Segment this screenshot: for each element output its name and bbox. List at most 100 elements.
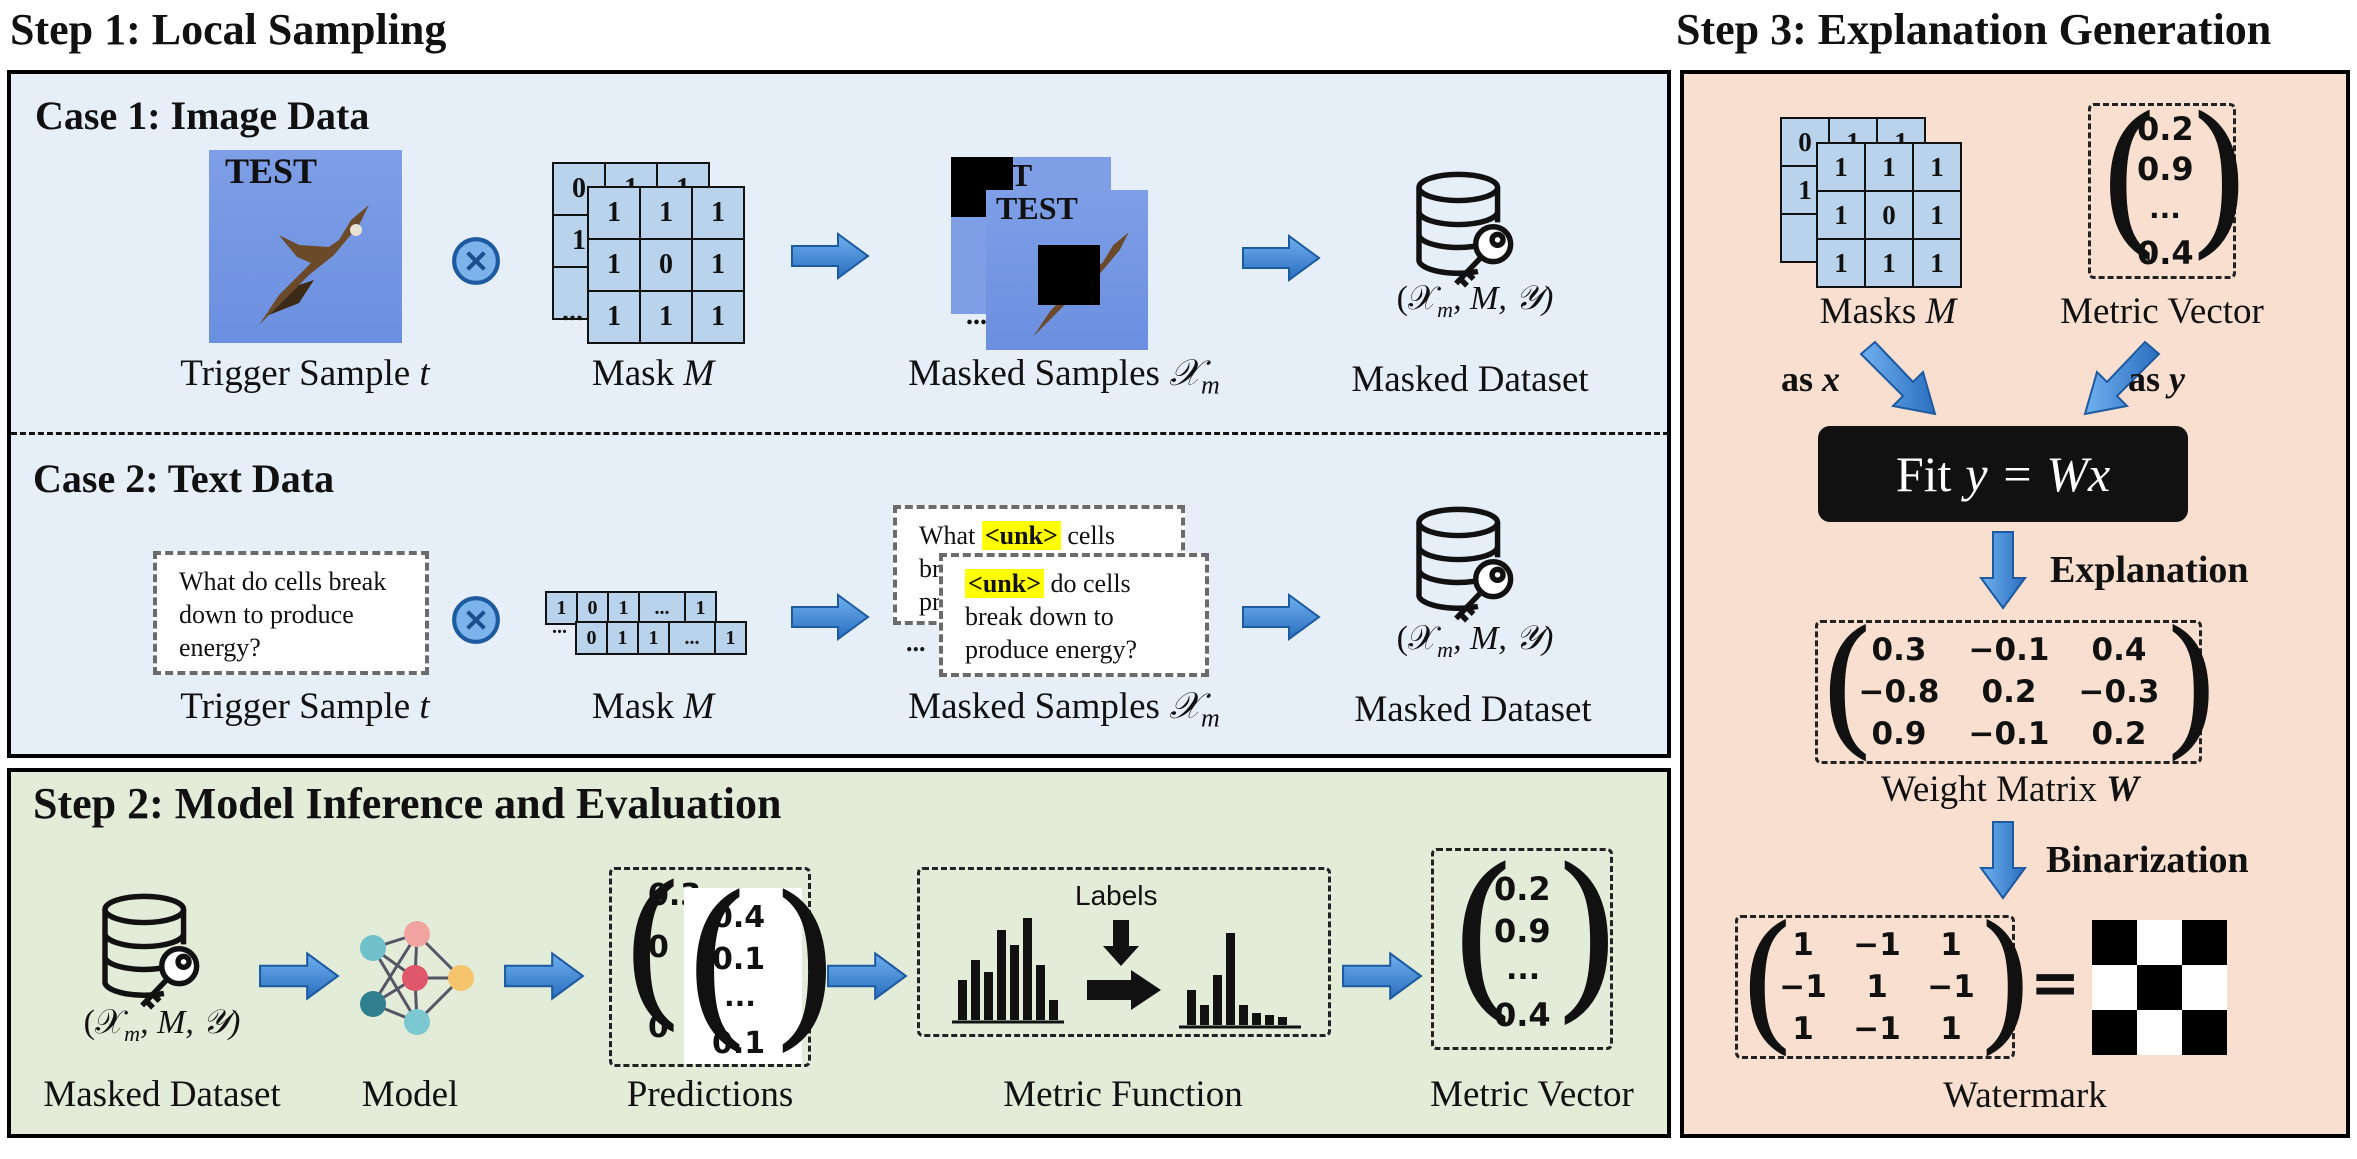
predictions-front: ( ) 0.4 0.1 ... 0.1	[682, 859, 841, 1068]
predictions-caption: Predictions	[626, 1074, 794, 1115]
case2-arrow-1	[790, 593, 870, 641]
equals-sign: =	[2030, 948, 2081, 1018]
metric-value: ...	[1506, 952, 1541, 987]
pred-back-value: 0	[648, 930, 669, 965]
mask-cell: 1	[693, 240, 743, 290]
mask-cell: 1	[547, 593, 576, 623]
case-separator	[11, 432, 1669, 435]
case2-sample-front: <unk> do cells break down to produce ene…	[939, 553, 1209, 677]
case1-masked-caption: Masked Samples 𝒳m	[908, 353, 1220, 400]
as-x-label: as x	[1780, 359, 1840, 399]
database-icon	[98, 892, 208, 1012]
mask-cell: 1	[1914, 192, 1960, 238]
case1-arrow-1	[790, 232, 870, 280]
case2-title: Case 2: Text Data	[33, 456, 335, 501]
binary-value: 1	[1866, 969, 1888, 1005]
multiply-icon	[450, 235, 502, 287]
explanation-arrow	[1979, 530, 2027, 610]
histogram-icon	[952, 918, 1064, 1024]
step2-arrow-3	[827, 952, 907, 1000]
binary-value: −1	[1779, 969, 1827, 1005]
mask-cell: 1	[641, 292, 691, 342]
mask-cell: 1	[1914, 240, 1960, 286]
mask-cell: 1	[589, 188, 639, 238]
step2-arrow-1	[259, 952, 339, 1000]
masks-caption: Masks M	[1819, 291, 1957, 332]
metric-value: 0.9	[2137, 150, 2194, 188]
trigger-image: TEST	[209, 150, 402, 343]
metric-vector: ( ) 0.2 0.9 ... 0.4	[1448, 831, 1623, 1040]
watermark-cell	[2092, 920, 2137, 965]
mask-cell: 1	[589, 240, 639, 290]
case1-mask-caption: Mask M	[591, 353, 715, 394]
watermark-pattern	[2092, 920, 2227, 1055]
step3-metric-vector: ( ) 0.2 0.9 ... 0.4	[2097, 82, 2252, 274]
case1-arrow-2	[1241, 234, 1321, 282]
metric-vector-box	[1431, 848, 1613, 1050]
mask-cell: 0	[1866, 192, 1912, 238]
mask-cell: 1	[1914, 144, 1960, 190]
weight-matrix-caption: Weight Matrix W	[1880, 769, 2140, 810]
mask-cell: 1	[639, 623, 668, 653]
metric-function-box	[917, 867, 1331, 1037]
watermark-cell	[2137, 920, 2182, 965]
watermark-cell	[2092, 1010, 2137, 1055]
weight-value: 0.2	[2091, 716, 2147, 752]
pred-front-value: 0.4	[712, 900, 766, 935]
pred-front-value: 0.1	[712, 942, 766, 977]
binarization-label: Binarization	[2046, 839, 2249, 881]
predictions-back: ( 0.3 0 0	[620, 872, 702, 1046]
case1-title: Case 1: Image Data	[35, 93, 370, 138]
weight-value: −0.8	[1858, 674, 1940, 710]
watermark-cell	[2137, 965, 2182, 1010]
step2-arrow-4	[1342, 952, 1422, 1000]
weight-value: 0.4	[2091, 632, 2147, 668]
metric-value: ...	[2149, 192, 2181, 225]
case2-dataset-tuple: (𝒳m, M, 𝒴)	[1396, 620, 1554, 662]
watermark-cell	[2137, 1010, 2182, 1055]
watermark-cell	[2182, 1010, 2227, 1055]
watermark-caption: Watermark	[1943, 1075, 2107, 1116]
metric-value: 0.4	[1494, 996, 1551, 1034]
masked-image-front: TEST	[986, 190, 1148, 350]
weight-value: −0.1	[1968, 716, 2050, 752]
step3-metric-vector-caption: Metric Vector	[2060, 291, 2264, 332]
as-x-arrow	[1859, 340, 1937, 416]
mask-cell: 1	[693, 292, 743, 342]
model-caption: Model	[361, 1074, 459, 1115]
model-network-icon	[360, 921, 474, 1035]
mask-cell: 0	[578, 593, 607, 623]
mask-cell: 1	[1818, 240, 1864, 286]
mask-cell: 1	[609, 593, 638, 623]
weight-value: −0.1	[1968, 632, 2050, 668]
step2-metric-vector-caption: Metric Vector	[1430, 1074, 1634, 1115]
case2-sample-ellipsis: ...	[906, 628, 926, 657]
weight-matrix-box	[1815, 620, 2202, 764]
mask-cell: ...	[640, 593, 684, 623]
case2-mask-ellipsis: ...	[552, 616, 567, 638]
binarization-arrow	[1979, 820, 2027, 900]
case2-trigger-text: What do cells break down to produce ener…	[153, 551, 429, 675]
binary-matrix-box	[1735, 915, 2015, 1059]
mask-cell: 1	[1866, 240, 1912, 286]
as-y-arrow	[2083, 340, 2161, 416]
masked-image-front-text: TEST	[996, 190, 1078, 226]
weight-value: 0.2	[1981, 674, 2037, 710]
case2-masked-caption: Masked Samples 𝒳m	[908, 686, 1220, 733]
step2-title: Step 2: Model Inference and Evaluation	[33, 779, 782, 828]
histogram-icon	[1179, 933, 1301, 1029]
mask-block	[1038, 245, 1100, 305]
step2-panel	[7, 768, 1671, 1138]
mask-cell: 1	[716, 623, 745, 653]
case1-trigger-caption: Trigger Sample t	[180, 353, 430, 394]
step3-title: Step 3: Explanation Generation	[1676, 5, 2272, 54]
case2-arrow-2	[1241, 593, 1321, 641]
mask-cell: 1	[1818, 144, 1864, 190]
pred-front-value: ...	[724, 980, 756, 1013]
binary-value: 1	[1940, 1011, 1962, 1047]
